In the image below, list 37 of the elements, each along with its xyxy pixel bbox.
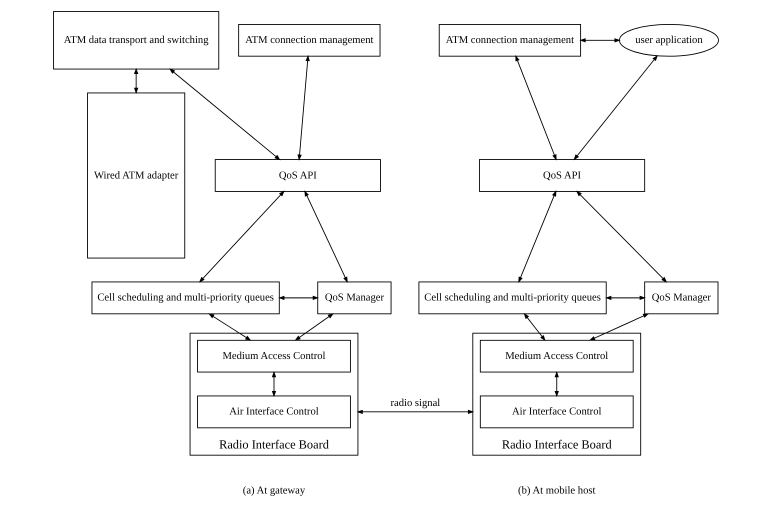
arrow — [589, 313, 650, 341]
edge-label: radio signal — [390, 398, 440, 410]
arrow — [518, 190, 556, 284]
arrow — [134, 68, 138, 94]
node-box: Medium Access Control — [480, 340, 634, 373]
node-box: Cell scheduling and multi-priority queues — [92, 282, 280, 314]
arrow — [272, 371, 276, 398]
arrow — [554, 371, 559, 398]
node-box: QoS Manager — [317, 282, 392, 314]
label: (b) At mobile host — [518, 485, 596, 496]
arrow — [356, 410, 474, 414]
node-box: QoS API — [214, 159, 381, 192]
arrow — [294, 313, 334, 341]
node-box: Cell scheduling and multi-priority queues — [418, 282, 607, 314]
arrow — [576, 190, 668, 283]
node-box: ATM connection management — [438, 24, 582, 57]
arrow — [515, 55, 557, 161]
arrow — [278, 296, 319, 300]
arrow — [208, 313, 252, 341]
arrow — [605, 296, 646, 300]
node-box: Wired ATM adapter — [87, 92, 186, 259]
label: (a) At gateway — [242, 485, 306, 496]
arrow — [579, 38, 621, 42]
arrow — [169, 68, 281, 160]
node-box: QoS API — [478, 159, 646, 192]
arrow — [573, 54, 658, 160]
node-box: Medium Access Control — [197, 340, 351, 373]
arrow — [304, 190, 348, 283]
node-box: QoS Manager — [644, 282, 718, 314]
arrow — [524, 312, 546, 342]
node-box: Air Interface Control — [480, 396, 634, 428]
arrow — [297, 54, 310, 161]
node-box: ATM connection management — [238, 24, 380, 57]
arrow — [198, 190, 285, 283]
node-box: Air Interface Control — [197, 396, 351, 428]
node-box: ATM data transport and switching — [53, 11, 220, 70]
node-ellipse: user application — [619, 24, 719, 57]
